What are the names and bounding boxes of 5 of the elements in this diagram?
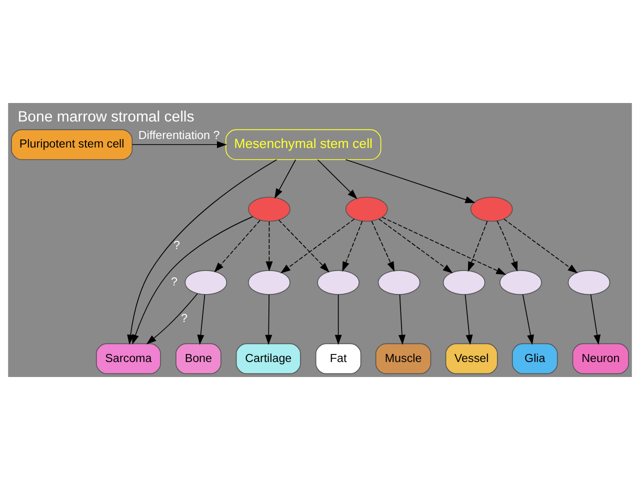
edge-label: ? <box>181 312 188 326</box>
diagram-title: Bone marrow stromal cells <box>18 108 194 126</box>
edge-label: ? <box>174 238 180 252</box>
edge-label: ? <box>171 276 178 289</box>
edge-label: Differentiation ? <box>138 128 220 142</box>
